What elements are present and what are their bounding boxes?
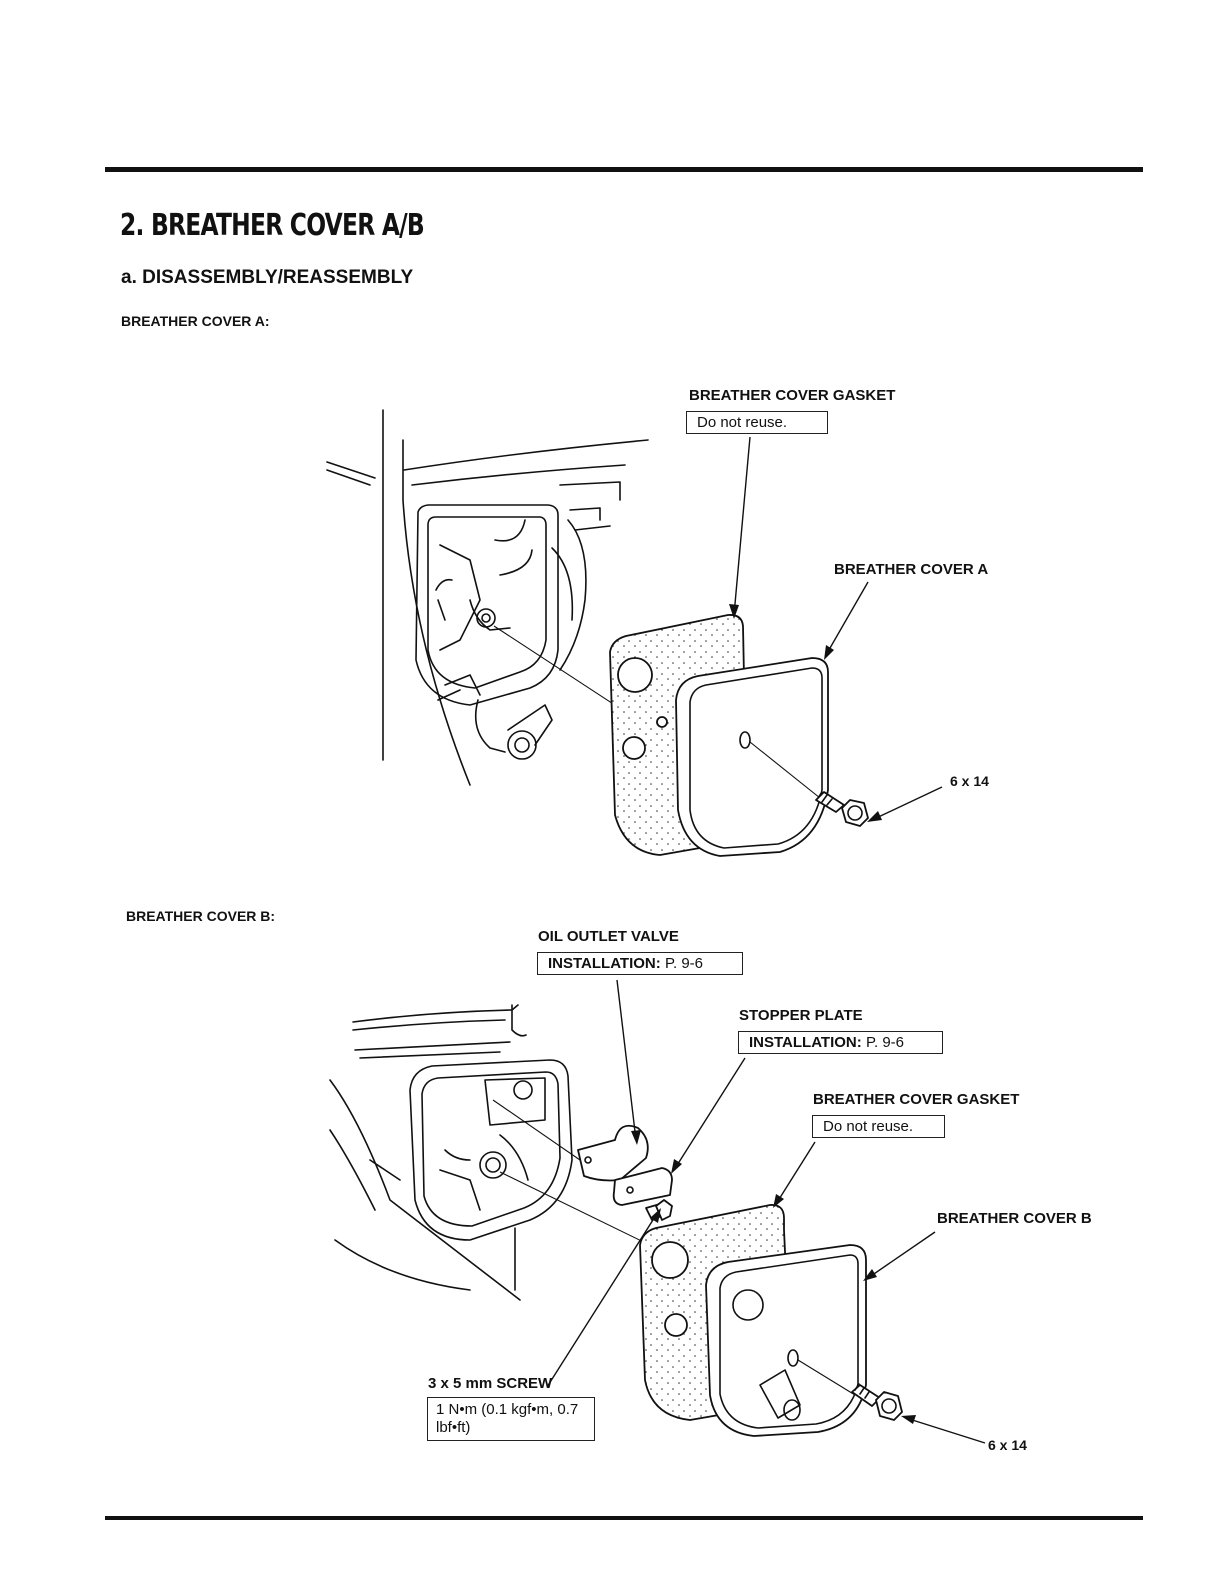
leader-cover-b: [867, 1231, 936, 1279]
cover-a-heading: BREATHER COVER A:: [121, 313, 270, 329]
cover-b-bolt-label: 6 x 14: [988, 1437, 1027, 1453]
subsection-title: a. DISASSEMBLY/REASSEMBLY: [121, 267, 414, 288]
leader-screw: [546, 1211, 659, 1388]
cover-a-label: BREATHER COVER A: [834, 561, 989, 578]
oil-outlet-valve: [577, 1124, 649, 1182]
screw-label: 3 x 5 mm SCREW: [428, 1375, 553, 1392]
cover-a-gasket-label: BREATHER COVER GASKET: [689, 387, 896, 404]
stopper-plate-install-note: INSTALLATION: P. 9-6: [738, 1031, 943, 1054]
cover-b-gasket-label: BREATHER COVER GASKET: [813, 1091, 1020, 1108]
leader-stopper-plate: [673, 1057, 746, 1171]
breather-cover-a: [675, 657, 829, 857]
leader-oil-valve: [616, 979, 637, 1141]
breather-cover-b: [705, 1244, 867, 1437]
cover-b-label: BREATHER COVER B: [937, 1210, 1092, 1227]
leader-bolt-a: [871, 786, 943, 821]
leader-gasket-a: [733, 436, 751, 616]
bottom-rule: [105, 1516, 1143, 1520]
cover-a-bolt-label: 6 x 14: [950, 773, 989, 789]
leader-bolt-b: [905, 1417, 986, 1444]
cover-b-heading: BREATHER COVER B:: [126, 908, 276, 924]
oil-valve-install-note: INSTALLATION: P. 9-6: [537, 952, 743, 975]
engine-case-b: [329, 1004, 661, 1301]
leader-cover-a: [825, 581, 869, 656]
screw-torque-note: 1 N•m (0.1 kgf•m, 0.7 lbf•ft): [427, 1397, 595, 1441]
bolt-a-6x14: [815, 791, 869, 827]
bolt-b-6x14: [851, 1383, 903, 1421]
top-rule: [105, 167, 1143, 172]
stopper-plate-label: STOPPER PLATE: [739, 1007, 863, 1024]
leader-gasket-b: [775, 1141, 816, 1205]
engine-case-a: [326, 409, 651, 786]
cover-b-gasket-note: Do not reuse.: [812, 1115, 945, 1138]
section-title: 2. BREATHER COVER A/B: [120, 208, 425, 243]
oil-valve-label: OIL OUTLET VALVE: [538, 928, 679, 945]
cover-a-gasket-note: Do not reuse.: [686, 411, 828, 434]
stopper-plate: [612, 1167, 673, 1206]
